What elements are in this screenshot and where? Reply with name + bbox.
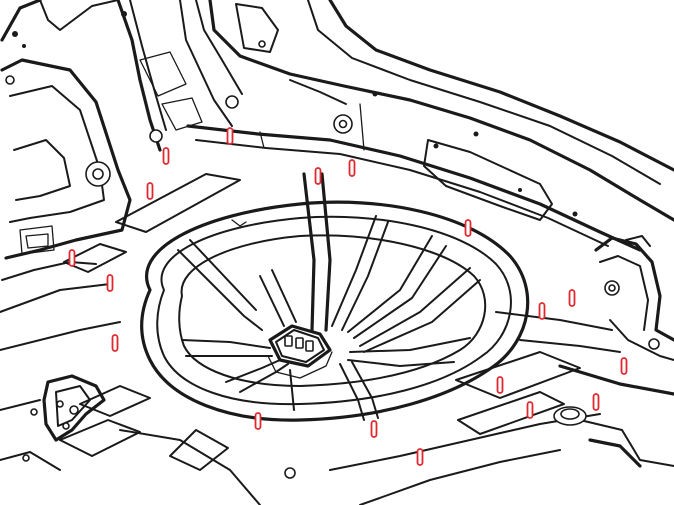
red-slot-marker — [592, 393, 600, 411]
red-slot-marker — [416, 448, 424, 466]
drain-plug — [553, 406, 587, 426]
red-slot-marker — [162, 147, 170, 165]
rear-shelf-panel — [208, 0, 674, 222]
wheel-well-ribs — [177, 172, 481, 421]
spare-wheel-well — [140, 200, 530, 422]
red-slot-marker — [538, 302, 546, 320]
red-slot-marker — [348, 159, 356, 177]
trunk-floor-panel — [0, 283, 674, 505]
red-slot-marker — [68, 249, 76, 267]
red-slot-marker — [226, 127, 234, 145]
spare-wheel-hub-mount — [267, 324, 333, 379]
red-slot-marker — [111, 334, 119, 352]
floor-stiffener-ribs — [59, 173, 581, 471]
red-slot-marker — [146, 182, 154, 200]
left-wheel-arch — [0, 0, 132, 281]
red-slot-markers — [68, 127, 628, 466]
right-wheel-arch — [594, 235, 674, 361]
crossmember-beam — [186, 103, 642, 252]
red-slot-marker — [526, 401, 534, 419]
left-mounting-bracket — [42, 374, 106, 442]
red-slot-marker — [568, 289, 576, 307]
red-slot-marker — [496, 376, 504, 394]
red-slot-marker — [370, 420, 378, 438]
red-slot-marker — [254, 412, 262, 430]
red-slot-marker — [464, 219, 472, 237]
red-slot-marker — [620, 357, 628, 375]
red-slot-marker — [106, 274, 114, 292]
red-slot-marker — [314, 167, 322, 185]
left-pillar-panel — [116, 0, 243, 152]
